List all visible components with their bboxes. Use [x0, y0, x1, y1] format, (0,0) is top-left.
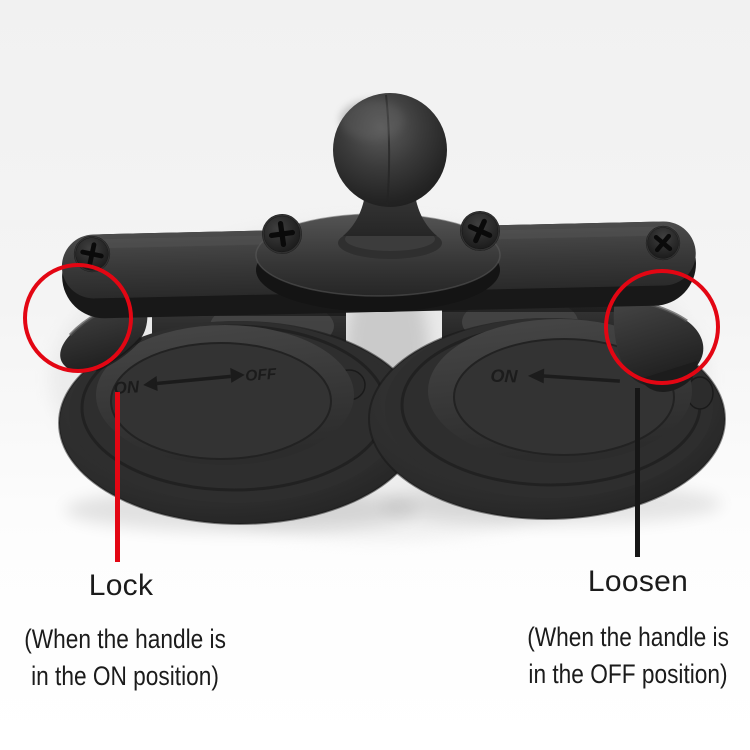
lock-label: Lock: [88, 569, 154, 602]
left-cup-off-text: OFF: [245, 366, 278, 385]
loosen-caption-line-2: in the OFF position): [528, 659, 728, 689]
right-cup-on-marking: ON: [490, 366, 620, 387]
right-cup-on-text: ON: [490, 366, 519, 387]
lock-caption: (When the handle is in the ON position): [24, 621, 226, 695]
highlight-circle-left: [23, 263, 133, 373]
lock-caption-line-1: (When the handle is: [24, 624, 226, 654]
highlight-circle-right: [604, 269, 720, 385]
loosen-label: Loosen: [587, 565, 689, 598]
loosen-caption-line-1: (When the handle is: [527, 622, 729, 652]
loosen-caption: (When the handle is in the OFF position): [527, 619, 729, 693]
lock-caption-line-2: in the ON position): [31, 661, 219, 691]
left-suction-cup: ON OFF: [58, 321, 422, 525]
ball-head: [333, 93, 447, 207]
